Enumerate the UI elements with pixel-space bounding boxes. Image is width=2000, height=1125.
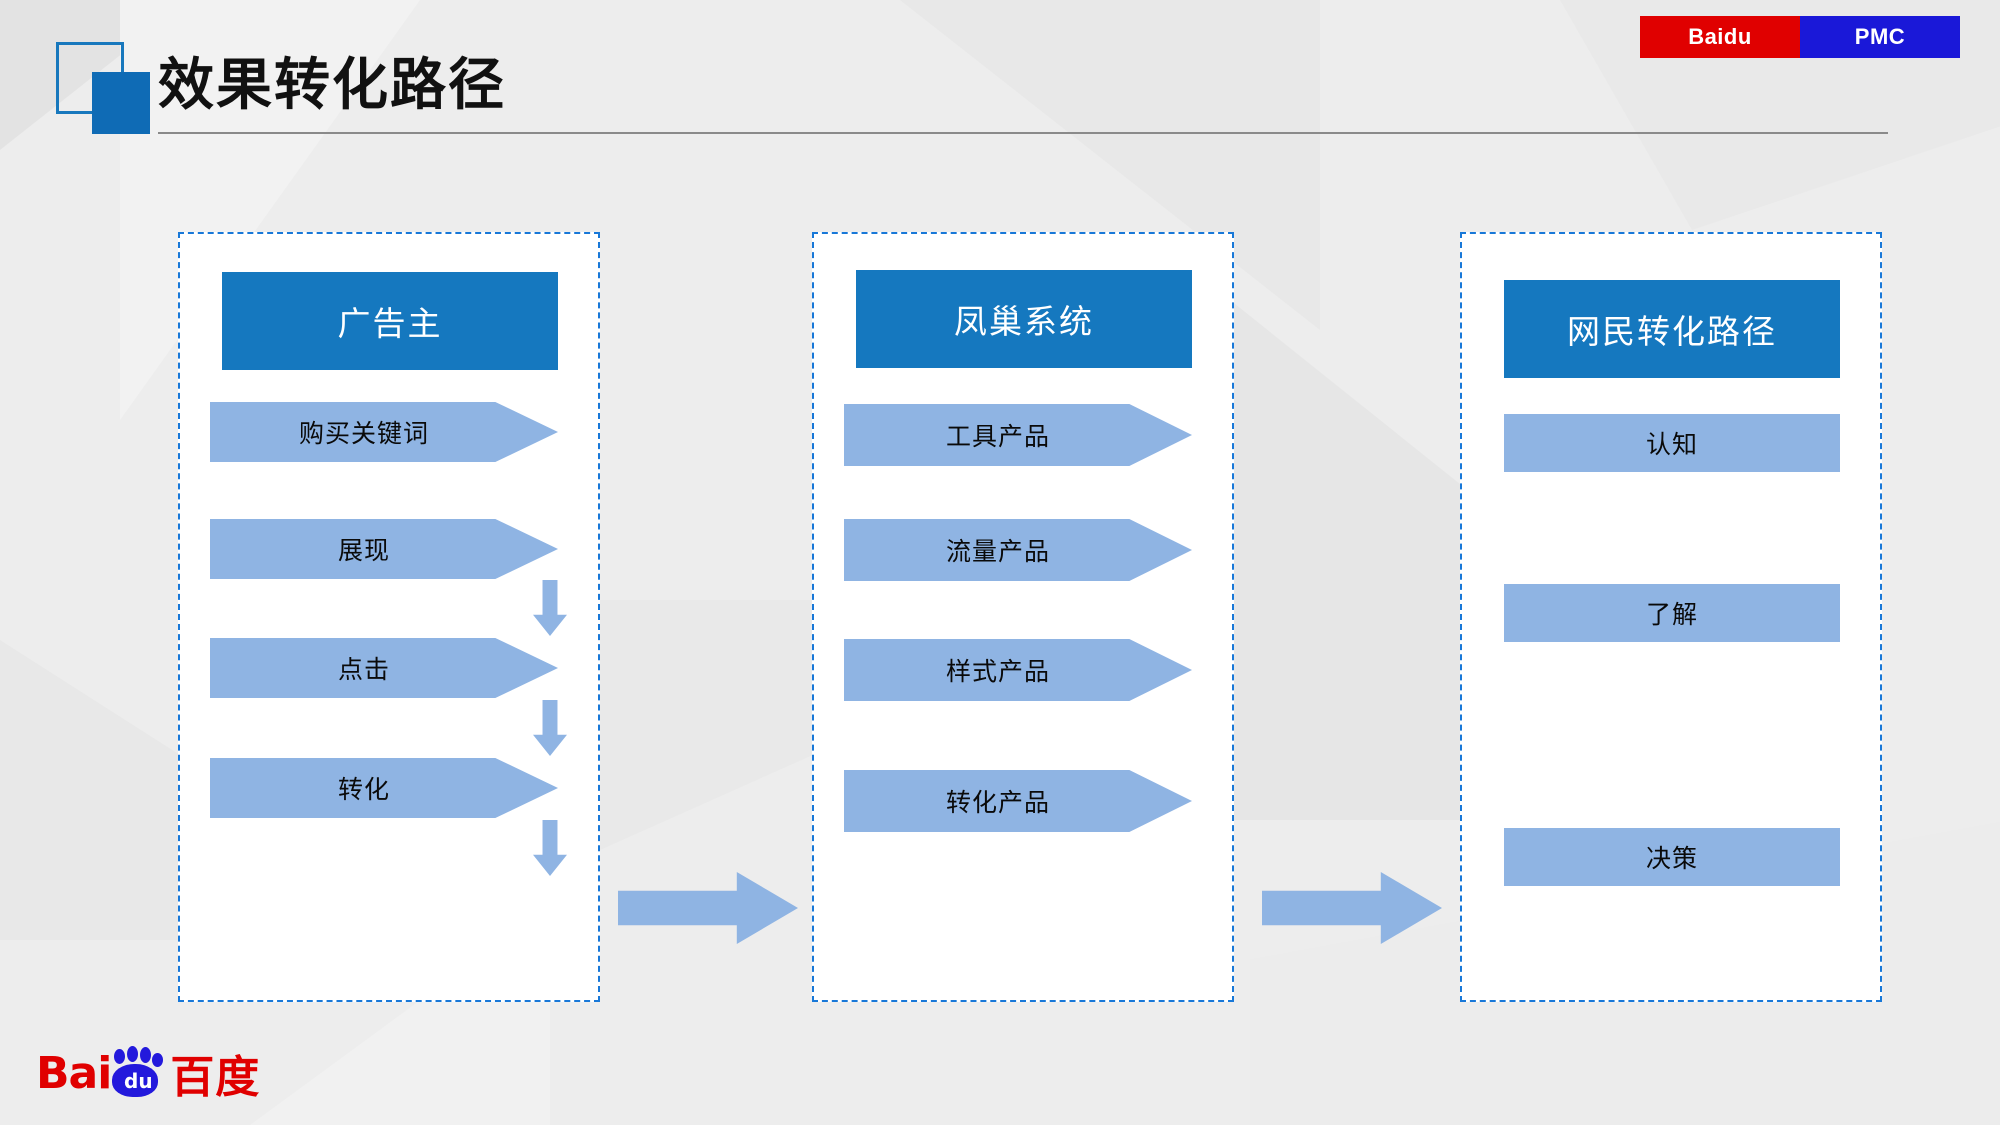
baidu-logo: Bai du 百度 bbox=[36, 1045, 260, 1103]
panel-fengchao-system: 凤巢系统 工具产品 流量产品 样式产品 转化产品 bbox=[812, 232, 1234, 1002]
baidu-logo-chinese-text: 百度 bbox=[170, 1052, 261, 1103]
step-box[interactable]: 了解 bbox=[1504, 584, 1840, 642]
step-label: 点击 bbox=[337, 655, 390, 684]
conversion-path-diagram: 广告主 购买关键词 展现 点击 转化 凤巢系统 工具产品 流 bbox=[0, 232, 2000, 1022]
panel-netizen-conversion-path: 网民转化路径 认知 了解 决策 bbox=[1460, 232, 1882, 1002]
badge-baidu[interactable]: Baidu bbox=[1640, 16, 1800, 58]
step-box[interactable]: 样式产品 bbox=[844, 639, 1192, 701]
badge-pmc[interactable]: PMC bbox=[1800, 16, 1960, 58]
title-filled-square-decoration bbox=[92, 72, 150, 134]
baidu-logo-du-text: du bbox=[124, 1069, 153, 1093]
step-box[interactable]: 展现 bbox=[210, 519, 558, 579]
paw-pad bbox=[140, 1047, 152, 1063]
step-label: 工具产品 bbox=[945, 422, 1050, 451]
step-box[interactable]: 转化产品 bbox=[844, 770, 1192, 832]
slide-header: 效果转化路径 Baidu PMC bbox=[0, 0, 2000, 150]
step-box[interactable]: 工具产品 bbox=[844, 404, 1192, 466]
paw-palm bbox=[112, 1064, 159, 1097]
brand-badge-group: Baidu PMC bbox=[1640, 16, 1960, 58]
step-label: 决策 bbox=[1645, 844, 1698, 873]
title-underline-rule bbox=[158, 132, 1888, 134]
step-box[interactable]: 购买关键词 bbox=[210, 402, 558, 462]
step-label: 转化产品 bbox=[945, 788, 1050, 817]
step-label: 样式产品 bbox=[945, 657, 1050, 686]
right-arrow-icon bbox=[618, 872, 798, 944]
panel-advertiser: 广告主 购买关键词 展现 点击 转化 bbox=[178, 232, 600, 1002]
step-label: 流量产品 bbox=[945, 537, 1050, 566]
right-arrow-icon bbox=[1262, 872, 1442, 944]
step-label: 购买关键词 bbox=[298, 419, 429, 448]
step-label: 转化 bbox=[337, 775, 390, 804]
step-label: 了解 bbox=[1645, 600, 1698, 629]
step-box[interactable]: 认知 bbox=[1504, 414, 1840, 472]
baidu-logo-latin-text: Bai bbox=[36, 1047, 112, 1099]
baidu-paw-icon: du bbox=[105, 1046, 167, 1099]
panel-header-netizen-conversion-path: 网民转化路径 bbox=[1504, 280, 1840, 378]
panel-header-advertiser: 广告主 bbox=[222, 272, 558, 370]
step-label: 展现 bbox=[337, 536, 390, 565]
step-label: 认知 bbox=[1645, 430, 1698, 459]
step-box[interactable]: 决策 bbox=[1504, 828, 1840, 886]
page-title: 效果转化路径 bbox=[158, 53, 506, 118]
step-box[interactable]: 流量产品 bbox=[844, 519, 1192, 581]
paw-pad bbox=[152, 1053, 164, 1067]
paw-pad bbox=[114, 1049, 126, 1064]
step-box[interactable]: 点击 bbox=[210, 638, 558, 698]
step-box[interactable]: 转化 bbox=[210, 758, 558, 818]
panel-header-fengchao-system: 凤巢系统 bbox=[856, 270, 1192, 368]
paw-pad bbox=[127, 1046, 139, 1062]
